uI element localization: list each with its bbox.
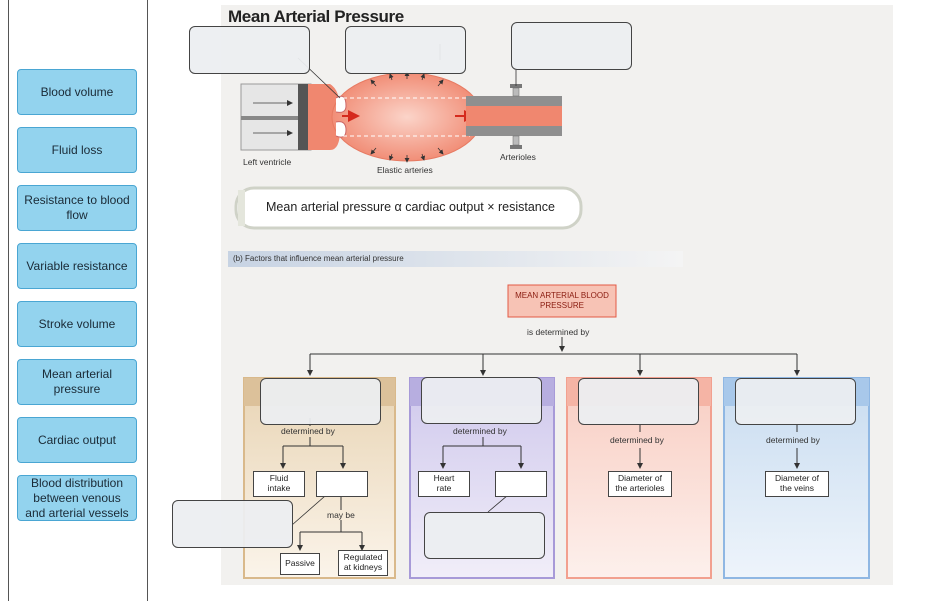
passive-box: Passive xyxy=(280,553,320,575)
drop-zone-arterioles[interactable] xyxy=(511,22,632,70)
label-text: Variable resistance xyxy=(26,258,128,273)
arteriole-illustration xyxy=(466,84,562,149)
determined-by-label: determined by xyxy=(281,426,335,436)
drop-zone-elastic-arteries[interactable] xyxy=(345,26,466,74)
label-text: Blood volume xyxy=(40,84,114,99)
drop-zone-column-3[interactable] xyxy=(578,378,699,425)
regulated-at-kidneys-box: Regulated at kidneys xyxy=(338,550,388,576)
diameter-veins-box: Diameter of the veins xyxy=(765,471,829,497)
label-text: Blood distribution between venous and ar… xyxy=(25,475,129,520)
top-node-box xyxy=(507,284,617,318)
may-be-label: may be xyxy=(327,510,355,520)
drop-zone-column-4[interactable] xyxy=(735,378,856,425)
elastic-arteries-label: Elastic arteries xyxy=(377,165,433,175)
label-text: Resistance to blood flow xyxy=(24,193,130,222)
determined-by-label: determined by xyxy=(610,435,664,445)
section-b-heading: (b) Factors that influence mean arterial… xyxy=(233,254,404,263)
label-text: Fluid loss xyxy=(51,142,103,157)
drop-zone-column-1[interactable] xyxy=(260,378,381,425)
left-ventricle-illustration xyxy=(240,83,340,151)
drop-zone-stroke-volume[interactable] xyxy=(424,512,545,559)
determined-by-label: determined by xyxy=(766,435,820,445)
draggable-label-mean-arterial-pressure[interactable]: Mean arterial pressure xyxy=(17,359,137,405)
determined-by-label: determined by xyxy=(453,426,507,436)
drop-zone-column-2[interactable] xyxy=(421,377,542,424)
draggable-label-variable-resistance[interactable]: Variable resistance xyxy=(17,243,137,289)
arterioles-label: Arterioles xyxy=(500,152,536,162)
draggable-label-fluid-loss[interactable]: Fluid loss xyxy=(17,127,137,173)
left-ventricle-label: Left ventricle xyxy=(243,157,292,167)
equation-text: Mean arterial pressure α cardiac output … xyxy=(266,200,555,214)
diameter-arterioles-box: Diameter of the arterioles xyxy=(608,471,672,497)
draggable-label-resistance-to-blood-flow[interactable]: Resistance to blood flow xyxy=(17,185,137,231)
draggable-label-blood-volume[interactable]: Blood volume xyxy=(17,69,137,115)
draggable-label-cardiac-output[interactable]: Cardiac output xyxy=(17,417,137,463)
elastic-artery-illustration xyxy=(331,71,483,163)
drop-zone-left-ventricle[interactable] xyxy=(189,26,310,74)
label-text: Cardiac output xyxy=(37,432,117,447)
equation-box xyxy=(234,186,583,230)
section-b-band xyxy=(228,251,683,267)
heart-rate-box: Heart rate xyxy=(418,471,470,497)
empty-box xyxy=(316,471,368,497)
drop-zone-fluid-loss[interactable] xyxy=(172,500,293,548)
top-node-label: MEAN ARTERIAL BLOOD PRESSURE xyxy=(515,291,609,311)
is-determined-by-label: is determined by xyxy=(527,327,590,337)
fluid-intake-box: Fluid intake xyxy=(253,471,305,497)
empty-box xyxy=(495,471,547,497)
draggable-label-blood-distribution[interactable]: Blood distribution between venous and ar… xyxy=(17,475,137,521)
label-text: Mean arterial pressure xyxy=(41,367,113,396)
draggable-label-stroke-volume[interactable]: Stroke volume xyxy=(17,301,137,347)
figure-title: Mean Arterial Pressure xyxy=(228,7,404,26)
label-text: Stroke volume xyxy=(38,316,116,331)
